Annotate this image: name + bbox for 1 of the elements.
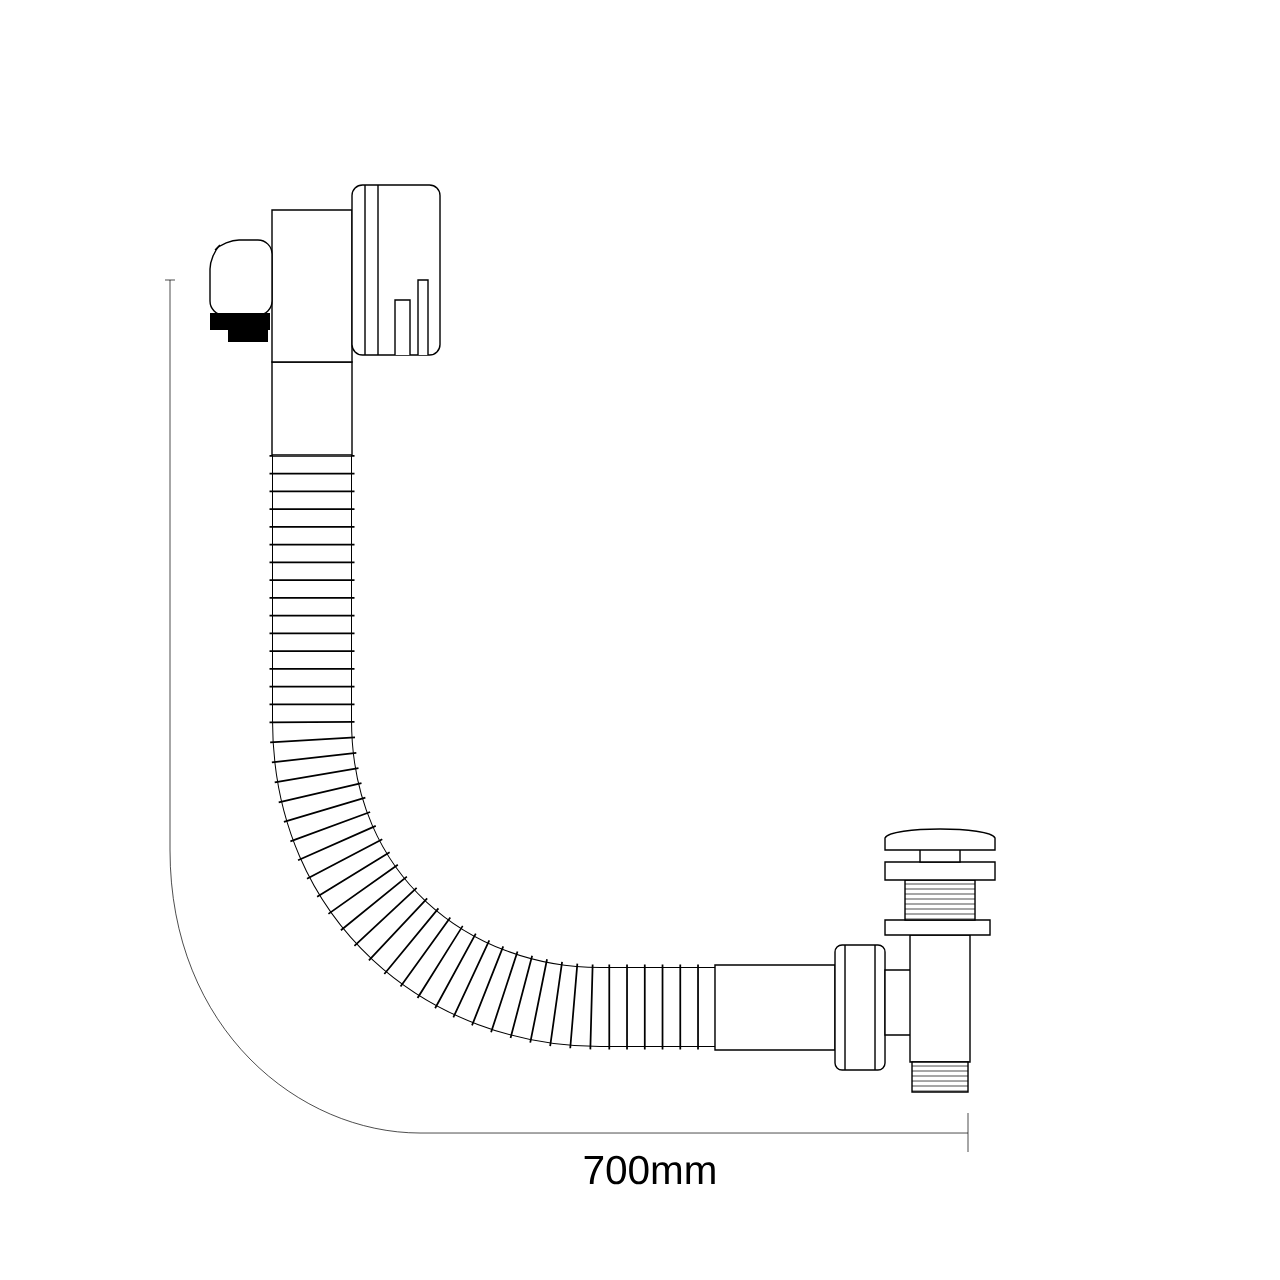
dimension-label: 700mm bbox=[584, 1155, 715, 1185]
